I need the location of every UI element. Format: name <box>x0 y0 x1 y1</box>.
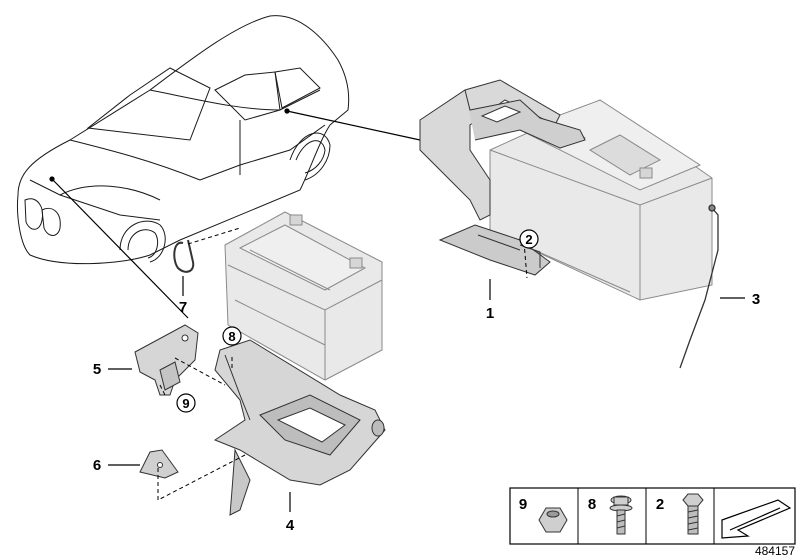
vehicle-outline <box>17 15 350 265</box>
part-label-3: 3 <box>752 291 760 308</box>
mounting-clip <box>139 449 179 479</box>
circled-label-2: 2 <box>519 229 539 249</box>
nut-icon <box>538 507 568 533</box>
legend-label-2: 2 <box>656 496 664 513</box>
direction-arrow-icon <box>721 499 792 539</box>
legend-label-8: 8 <box>588 496 596 513</box>
battery-tray <box>213 339 386 516</box>
circled-label-8: 8 <box>222 326 242 346</box>
label-8-circled: 8 <box>228 329 235 344</box>
battery-large <box>489 99 713 301</box>
fastener-legend: 9 8 2 <box>509 487 796 545</box>
battery-small <box>224 211 383 381</box>
document-id: 484157 <box>755 544 795 558</box>
battery-holder-bracket-large <box>419 79 586 276</box>
hex-bolt-icon <box>682 493 704 535</box>
label-2-circled: 2 <box>525 232 532 247</box>
callout-lines <box>108 276 745 512</box>
connector-dashed-lines <box>157 227 528 501</box>
mounting-bracket <box>134 324 199 396</box>
battery-cable <box>679 204 719 369</box>
part-label-1: 1 <box>486 305 494 322</box>
part-label-5: 5 <box>93 361 101 378</box>
circled-label-9: 9 <box>176 393 196 413</box>
battery-strap <box>173 239 195 273</box>
part-label-4: 4 <box>286 517 295 534</box>
legend-label-9: 9 <box>519 496 527 513</box>
part-label-7: 7 <box>179 299 187 316</box>
part-label-6: 6 <box>93 457 101 474</box>
screw-with-washer-icon <box>609 495 633 535</box>
leader-lines <box>49 108 421 319</box>
label-9-circled: 9 <box>182 396 189 411</box>
